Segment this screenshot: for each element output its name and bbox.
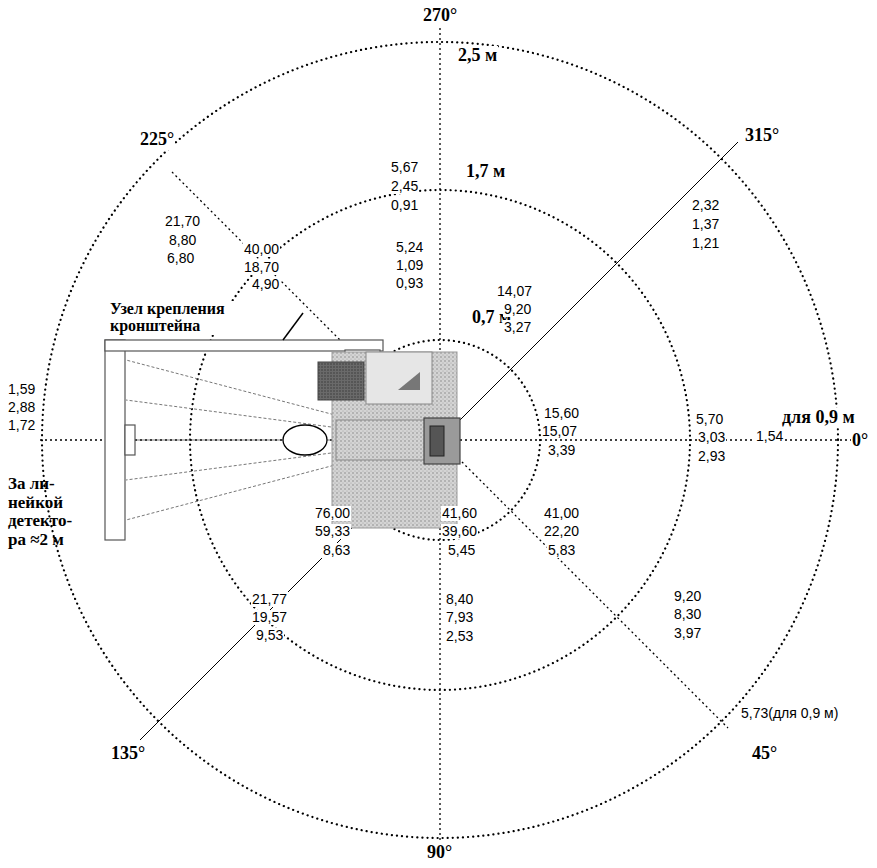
dose-value: 6,80: [166, 251, 195, 266]
dose-value: 2,32: [691, 198, 720, 213]
axis-135-315: [140, 142, 738, 740]
leader-line: [283, 313, 303, 340]
dose-value: 7,93: [445, 610, 474, 625]
radius-label: 1,7 м: [465, 162, 506, 182]
angle-label: 90°: [426, 843, 453, 863]
dose-value: 2,53: [445, 629, 474, 644]
dose-value: 1,37: [691, 217, 720, 232]
dose-value: 9,53: [255, 628, 284, 643]
dose-value: 1,21: [691, 236, 720, 251]
dose-value: 5,24: [395, 240, 424, 255]
axis-45-225: [172, 172, 728, 728]
angle-label: 0°: [851, 431, 869, 451]
dose-value: 40,00: [243, 242, 280, 257]
dose-value: 8,30: [673, 607, 702, 622]
dose-value: 15,07: [541, 424, 578, 439]
dose-value: 1,09: [395, 258, 424, 273]
dose-value: 2,88: [7, 400, 36, 415]
dose-value: 9,20: [503, 302, 532, 317]
dose-value: 8,63: [322, 543, 351, 558]
dose-value: 3,27: [503, 320, 532, 335]
dose-value: 22,20: [543, 524, 580, 539]
dose-value: 39,60: [441, 524, 478, 539]
dose-value: 5,70: [695, 412, 724, 427]
dose-value: 8,40: [445, 592, 474, 607]
angle-label: 315°: [744, 126, 780, 146]
dose-value: 21,70: [164, 214, 201, 229]
angle-label: 45°: [751, 744, 778, 764]
dose-value: 1,72: [7, 418, 36, 433]
dose-value: 5,45: [447, 543, 476, 558]
dose-value: 5,83: [547, 543, 576, 558]
dose-value: 59,33: [314, 524, 351, 539]
dose-value: 9,20: [673, 589, 702, 604]
dose-value: 41,60: [441, 506, 478, 521]
device: [283, 352, 460, 528]
dose-value: 3,97: [673, 626, 702, 641]
dose-value: 1,54: [755, 429, 784, 444]
note: За ли- нейкой детекто- ра ≈2 м: [7, 475, 89, 550]
dose-value: 3,03: [697, 430, 726, 445]
note: для 0,9 м: [781, 408, 856, 428]
dose-value: 18,70: [243, 260, 280, 275]
part-name: Узел крепления кронштейна: [109, 301, 251, 335]
dose-value: 19,57: [251, 610, 288, 625]
dose-value: 15,60: [543, 406, 580, 421]
angle-label: 270°: [422, 6, 458, 26]
dose-value: 4,90: [251, 277, 280, 292]
dose-value: 76,00: [314, 506, 351, 521]
dose-value: 2,93: [697, 449, 726, 464]
dose-value: 0,91: [390, 198, 419, 213]
dose-value: 8,80: [168, 233, 197, 248]
dose-value: 1,59: [7, 382, 36, 397]
angle-label: 225°: [139, 130, 175, 150]
radius-label: 2,5 м: [457, 46, 498, 66]
dose-value: 14,07: [496, 284, 533, 299]
angle-label: 135°: [110, 744, 146, 764]
dose-value: 5,67: [390, 160, 419, 175]
dose-value: 0,93: [395, 276, 424, 291]
dose-value: 41,00: [543, 506, 580, 521]
dose-value: 21,77: [251, 592, 288, 607]
dose-value: 3,39: [547, 443, 576, 458]
dose-value: 5,73(для 0,9 м): [740, 706, 839, 721]
dose-value: 2,45: [390, 179, 419, 194]
